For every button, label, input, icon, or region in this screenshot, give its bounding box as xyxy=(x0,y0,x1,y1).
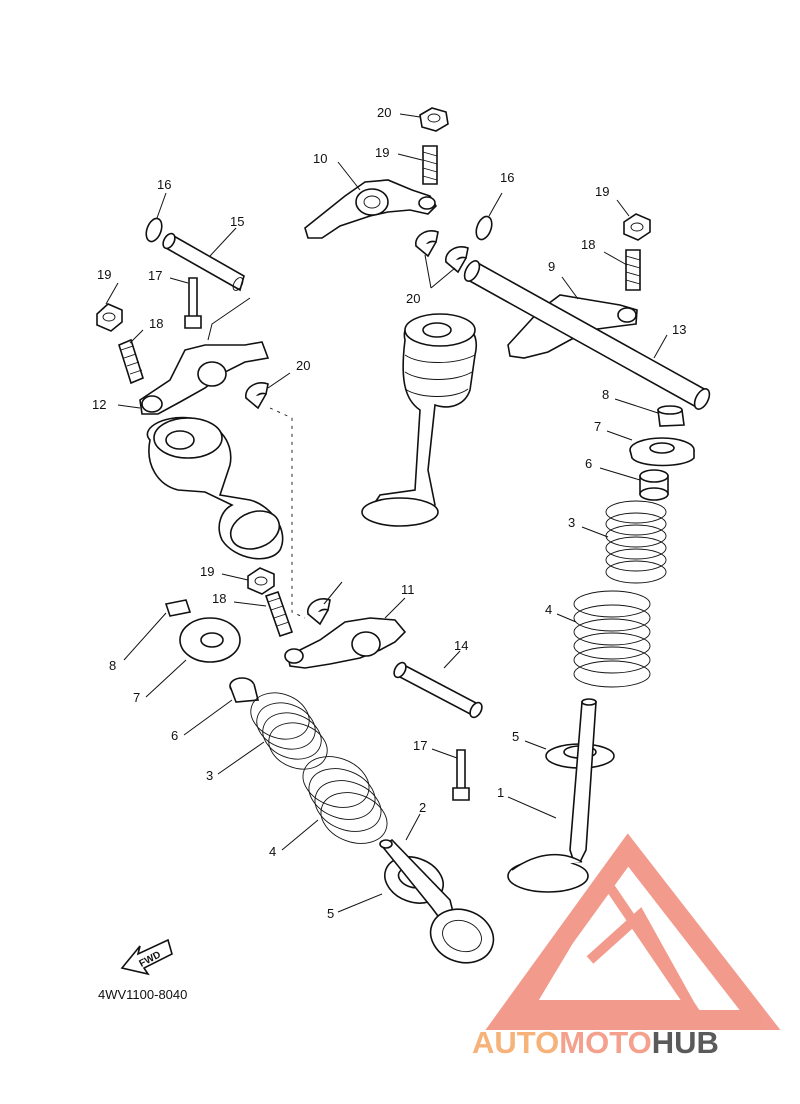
nut-19-left xyxy=(96,303,123,332)
bushing-20-lower xyxy=(307,598,331,626)
retainer-7-right xyxy=(629,437,695,467)
watermark-logo-icon xyxy=(485,833,781,1030)
callout-13: 13 xyxy=(672,322,686,337)
callout-3: 3 xyxy=(568,515,575,530)
seal-6-left xyxy=(229,677,260,703)
bushings-20-top xyxy=(415,230,469,274)
nut-19-right xyxy=(623,213,651,241)
rocker-arm-11 xyxy=(284,617,407,669)
adjuster-18-top xyxy=(422,145,438,185)
diagram-code: 4WV1100-8040 xyxy=(98,987,187,1002)
callout-6: 6 xyxy=(171,728,178,743)
callout-19: 19 xyxy=(200,564,214,579)
rocker-shaft-15 xyxy=(162,232,245,292)
callout-2: 2 xyxy=(419,800,426,815)
callout-15: 15 xyxy=(230,214,244,229)
rocker-arm-12 xyxy=(139,341,270,415)
callout-7: 7 xyxy=(594,419,601,434)
valve-center xyxy=(361,313,477,527)
callout-11: 11 xyxy=(401,582,415,597)
callout-19: 20 xyxy=(377,105,391,120)
callout-5: 5 xyxy=(512,729,519,744)
seal-6-right xyxy=(639,469,669,501)
callout-18: 18 xyxy=(212,591,226,606)
callout-16: 16 xyxy=(157,177,171,192)
nut-19-lower xyxy=(247,567,275,595)
bolt-17-top xyxy=(184,277,202,329)
retainer-7-left xyxy=(179,617,241,663)
callout-4: 4 xyxy=(545,602,552,617)
callout-8: 8 xyxy=(109,658,116,673)
o-ring-16-right xyxy=(475,215,493,241)
watermark-text: AUTOMOTOHUB xyxy=(472,1025,719,1060)
callout-1: 1 xyxy=(497,785,504,800)
valve-2-left xyxy=(379,838,495,964)
rocker-shaft-13 xyxy=(463,260,711,410)
callout-20: 20 xyxy=(406,291,420,306)
spring-4-right xyxy=(573,590,651,688)
bolt-17-lower xyxy=(452,749,470,801)
rocker-arm-10 xyxy=(304,179,438,239)
valve-left-upper xyxy=(146,416,284,560)
callout-10: 10 xyxy=(313,151,327,166)
adjuster-18-right xyxy=(625,249,641,291)
callout-8: 8 xyxy=(602,387,609,402)
watermark-moto: MOTO xyxy=(559,1025,651,1060)
keeper-8-right xyxy=(657,405,685,427)
callout-17: 17 xyxy=(413,738,427,753)
adjuster-18-lower xyxy=(264,590,294,638)
callout-6: 6 xyxy=(585,456,592,471)
keeper-8-left xyxy=(164,599,192,617)
callout-16: 16 xyxy=(500,170,514,185)
callout-14: 14 xyxy=(454,638,468,653)
spring-3-right xyxy=(605,500,667,584)
bushing-20-left xyxy=(245,382,269,410)
nut-19-top xyxy=(419,107,449,132)
callout-19: 19 xyxy=(97,267,111,282)
callout-19: 19 xyxy=(595,184,609,199)
rocker-shaft-14 xyxy=(393,661,483,719)
callout-3: 3 xyxy=(206,768,213,783)
watermark-hub: HUB xyxy=(652,1025,719,1060)
callout-12: 12 xyxy=(92,397,106,412)
callout-20: 20 xyxy=(296,358,310,373)
watermark-auto: AUTO xyxy=(472,1025,559,1060)
leader-lines xyxy=(105,113,668,913)
callout-18: 18 xyxy=(149,316,163,331)
adjuster-18-left xyxy=(118,338,144,385)
fwd-arrow-icon: FWD xyxy=(120,938,173,976)
callout-7: 7 xyxy=(133,690,140,705)
callout-17: 17 xyxy=(148,268,162,283)
callout-4: 4 xyxy=(269,844,276,859)
callout-18: 19 xyxy=(375,145,389,160)
valve-1-right xyxy=(507,698,597,893)
callout-18: 18 xyxy=(581,237,595,252)
callout-9: 9 xyxy=(548,259,555,274)
callout-5: 5 xyxy=(327,906,334,921)
callout-labels: 20 19 10 16 15 19 17 18 12 20 16 19 18 9… xyxy=(92,105,686,921)
o-ring-16-left xyxy=(145,217,163,243)
spring-4-left xyxy=(302,756,388,844)
